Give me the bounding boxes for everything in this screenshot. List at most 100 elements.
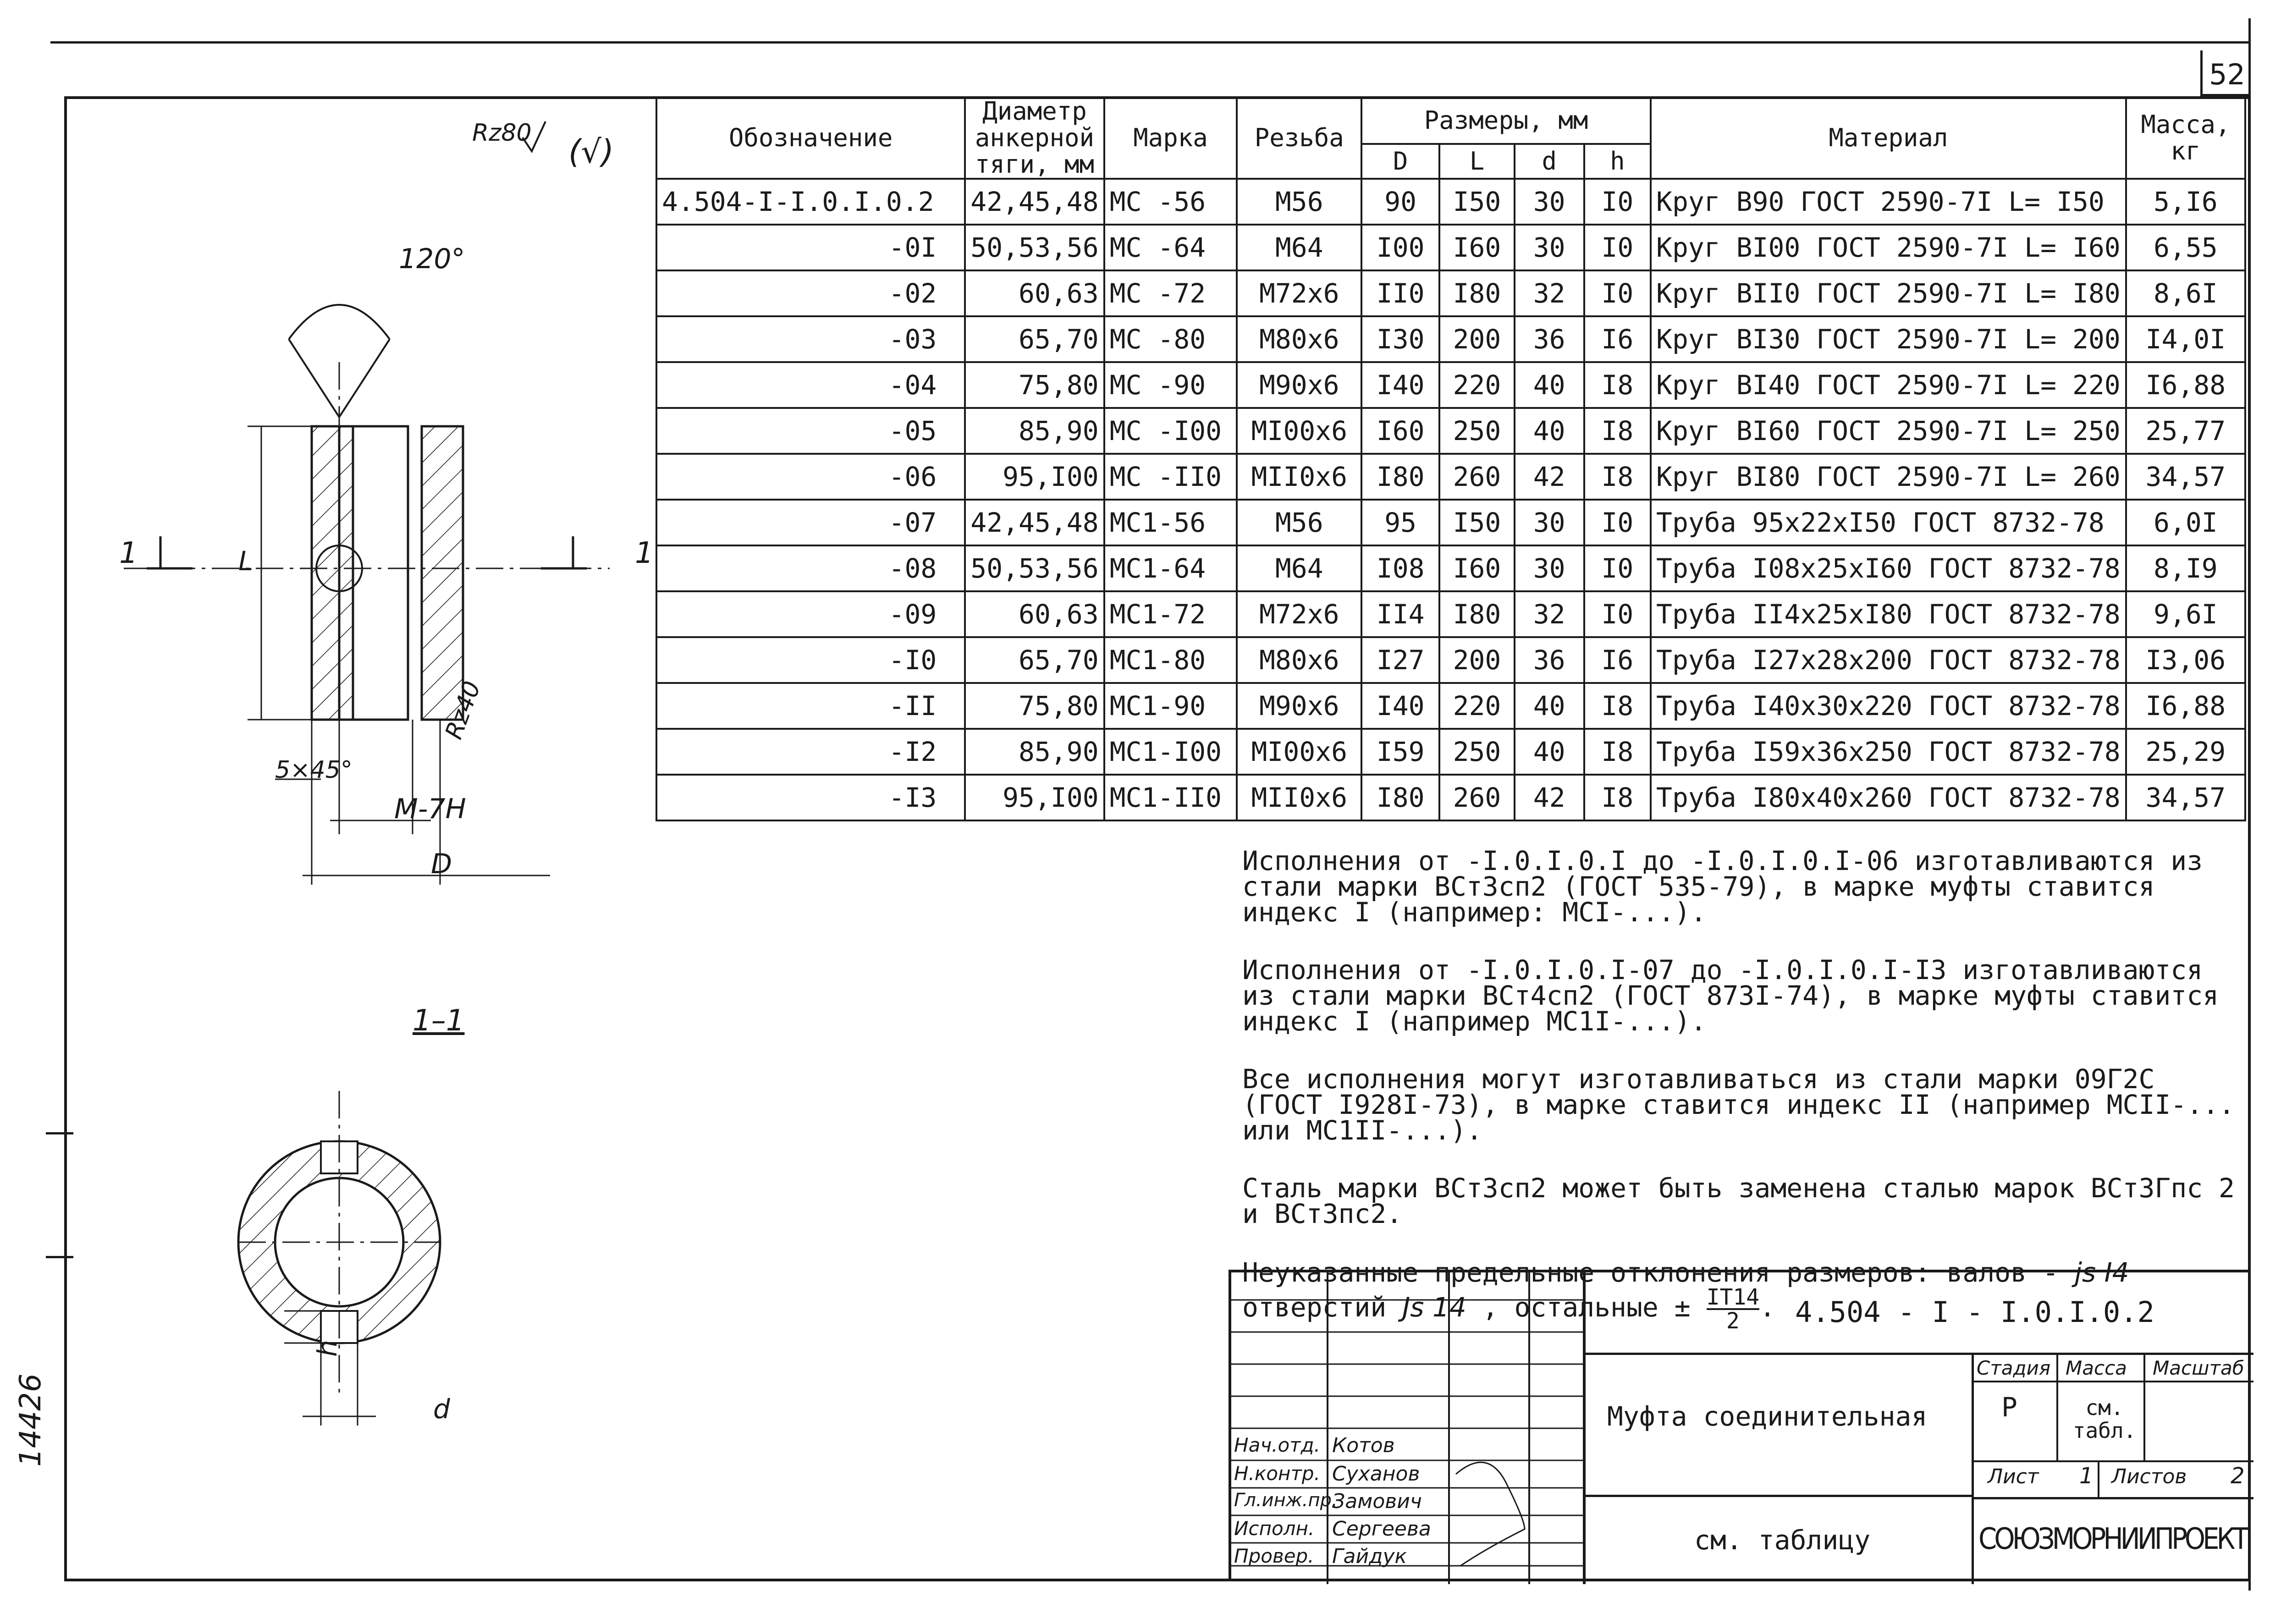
scale-label: Масштаб [2153,1357,2244,1379]
org-cell: СОЮЗМОРНИИПРОЕКТ [1974,1497,2253,1584]
cell-diameter: 50,53,56 [964,545,1105,592]
cell-diameter: 60,63 [964,270,1105,317]
header-thread: Резьба [1236,96,1363,180]
cell-L: 220 [1438,361,1515,409]
cell-D: I40 [1361,361,1441,409]
cell-mass: I3,06 [2125,636,2247,684]
header-D: D [1361,143,1441,180]
cell-designation: -08 [655,545,966,592]
cell-D: 90 [1361,178,1441,226]
angle-arc [288,304,391,340]
cell-mark: МС -I00 [1103,407,1238,455]
margin-tick [46,1132,73,1134]
cell-mass: 5,I6 [2125,178,2247,226]
dim-D-label: D [431,848,452,880]
cell-mark: МС -II0 [1103,453,1238,501]
notes-block: Исполнения от -I.0.I.0.I до -I.0.I.0.I-0… [1242,848,2242,1332]
cell-d: 36 [1513,636,1585,684]
cell-diameter: 50,53,56 [964,224,1105,271]
header-L: L [1438,143,1515,180]
tolerance-fraction: IT14 2 [1706,1286,1760,1332]
note-paragraph: Исполнения от -I.0.I.0.I-07 до -I.0.I.0.… [1242,954,2219,1037]
cell-L: 260 [1438,453,1515,501]
cell-mark: МС1-80 [1103,636,1238,684]
org-name: СОЮЗМОРНИИПРОЕКТ [1978,1522,2248,1556]
cell-thread: М90х6 [1236,361,1363,409]
cell-L: 200 [1438,315,1515,363]
cell-h: I8 [1583,728,1652,776]
cell-material: Круг ВI30 ГОСТ 2590-7I L= 200 [1650,315,2127,363]
tolerance-others-label: , остальные ± [1482,1292,1691,1323]
stage-mass-scale: Стадия Масса Масштаб Р см. табл. Лист 1 … [1974,1355,2253,1497]
cell-mass: 6,0I [2125,499,2247,546]
cell-d: 30 [1513,224,1585,271]
section-mark-right: 1 [635,536,654,570]
sheet-value: 1 [2079,1463,2094,1489]
cell-L: I60 [1438,545,1515,592]
cell-mass: 34,57 [2125,453,2247,501]
cell-material: Круг ВI40 ГОСТ 2590-7I L= 220 [1650,361,2127,409]
cell-d: 42 [1513,774,1585,821]
cell-D: I80 [1361,774,1441,821]
tolerance-note: Неуказанные предельные отклонения размер… [1242,1257,2129,1334]
dim-d-label: d [433,1393,450,1425]
cell-mass: I6,88 [2125,361,2247,409]
cell-h: I8 [1583,682,1652,730]
section-title: 1–1 [413,1004,465,1038]
cell-d: 42 [1513,453,1585,501]
stamp-code-cell: 4.504 - I - I.0.I.0.2 [1584,1272,2253,1355]
cell-h: I6 [1583,636,1652,684]
person-role: Нач.отд. [1234,1434,1321,1456]
stage-value: Р [2001,1392,2017,1423]
stamp-subtitle: см. таблицу [1694,1525,1871,1556]
person-name: Гайдук [1332,1545,1407,1568]
cell-thread: МII0х6 [1236,453,1363,501]
tolerance-holes-label: отверстий [1242,1292,1387,1323]
cell-thread: М72х6 [1236,590,1363,638]
cell-h: I0 [1583,499,1652,546]
cell-d: 32 [1513,270,1585,317]
cell-thread: М64 [1236,545,1363,592]
cell-d: 30 [1513,545,1585,592]
header-h: h [1583,143,1652,180]
tolerance-shaft: js I4 [2074,1257,2129,1288]
spec-table: Обозначение Диаметр анкерной тяги, мм Ма… [655,96,2247,821]
cell-diameter: 95,I00 [964,453,1105,501]
cell-material: Труба II4х25хI80 ГОСТ 8732-78 [1650,590,2127,638]
cell-h: I8 [1583,407,1652,455]
cell-diameter: 65,70 [964,315,1105,363]
cell-diameter: 85,90 [964,407,1105,455]
cell-diameter: 75,80 [964,682,1105,730]
cell-thread: М72х6 [1236,270,1363,317]
cell-D: I40 [1361,682,1441,730]
cell-material: Круг В90 ГОСТ 2590-7I L= I50 [1650,178,2127,226]
sheets-value: 2 [2231,1463,2245,1489]
cell-thread: М90х6 [1236,682,1363,730]
cell-thread: МI00х6 [1236,728,1363,776]
cell-thread: М80х6 [1236,636,1363,684]
person-name: Сергеева [1332,1517,1431,1541]
cell-material: Труба I27х28х200 ГОСТ 8732-78 [1650,636,2127,684]
cell-d: 32 [1513,590,1585,638]
signature-scribble [1455,1461,1526,1567]
person-name: Суханов [1332,1462,1420,1486]
title-block: Нач.отд. Котов Н.контр. Суханов Гл.инж.п… [1229,1270,2253,1584]
body-bore [338,425,409,721]
cell-mark: МС1-II0 [1103,774,1238,821]
cell-mark: МС -56 [1103,178,1238,226]
chamfer-label: 5×45° [275,756,353,784]
stamp-title: Муфта соединительная [1607,1401,1928,1432]
cell-material: Круг ВI00 ГОСТ 2590-7I L= I60 [1650,224,2127,271]
cell-designation: -05 [655,407,966,455]
person-role: Гл.инж.пр. [1234,1490,1338,1511]
cell-designation: -06 [655,453,966,501]
cell-thread: М80х6 [1236,315,1363,363]
header-d: d [1513,143,1585,180]
cell-material: Круг ВI60 ГОСТ 2590-7I L= 250 [1650,407,2127,455]
sheet-label: Лист [1988,1465,2039,1488]
